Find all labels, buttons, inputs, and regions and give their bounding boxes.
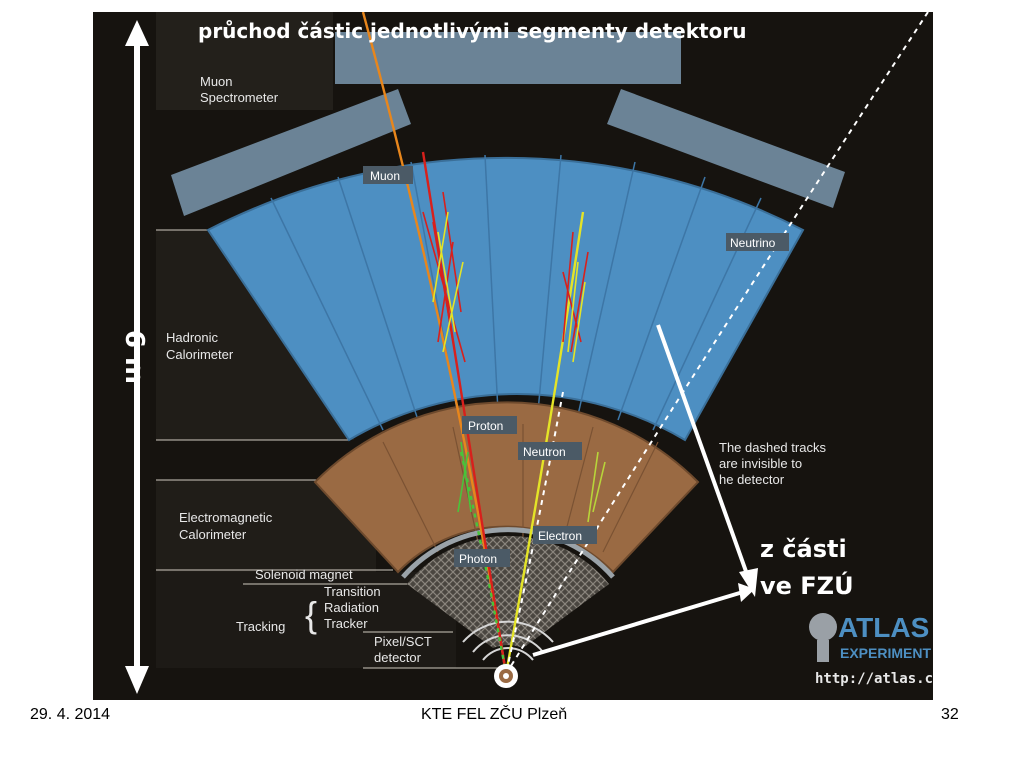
dashed-note: The dashed tracks xyxy=(719,440,826,455)
solenoid-label: Solenoid magnet xyxy=(255,567,353,582)
pixel-label: Pixel/SCT xyxy=(374,634,432,649)
fzu-arrow-1 xyxy=(656,324,750,578)
atlas-url: http://atlas.ch xyxy=(815,671,933,687)
svg-text:EXPERIMENT: EXPERIMENT xyxy=(840,645,931,661)
trt-label: Transition xyxy=(324,584,381,599)
slide-title: průchod částic jednotlivými segmenty det… xyxy=(198,19,746,43)
neutron-tag: Neutron xyxy=(523,445,566,459)
detector-diagram: průchod částic jednotlivými segmenty det… xyxy=(93,12,933,700)
em-label: Electromagnetic xyxy=(179,510,273,525)
muon-chamber-right xyxy=(607,89,845,208)
muon-chamber-left xyxy=(171,89,411,216)
pixel-sct-detector xyxy=(462,620,554,661)
height-label: 6 m xyxy=(119,330,149,384)
svg-text:Tracker: Tracker xyxy=(324,616,368,631)
proton-tag: Proton xyxy=(468,419,503,433)
electron-tag: Electron xyxy=(538,529,582,543)
hadronic-label: Hadronic xyxy=(166,330,219,345)
labels: průchod částic jednotlivými segmenty det… xyxy=(119,19,933,687)
svg-text:Calorimeter: Calorimeter xyxy=(179,527,247,542)
muon-spectrometer-band xyxy=(156,12,333,110)
atlas-logo-word: ATLAS xyxy=(838,612,929,643)
svg-text:Spectrometer: Spectrometer xyxy=(200,90,279,105)
fzu-note-line1: z části xyxy=(760,535,847,563)
height-arrow-head-up xyxy=(125,20,149,46)
svg-text:Radiation: Radiation xyxy=(324,600,379,615)
svg-text:detector: detector xyxy=(374,650,422,665)
em-calorimeter xyxy=(313,401,700,574)
footer-page-number: 32 xyxy=(941,706,959,723)
photon-track xyxy=(459,451,508,675)
atlas-logo: ATLAS EXPERIMENT http://atlas.ch xyxy=(809,612,933,687)
height-arrow-head-down xyxy=(125,666,149,694)
fzu-note-line2: ve FZÚ xyxy=(760,570,854,600)
footer-center: KTE FEL ZČU Plzeň xyxy=(421,706,568,723)
muon-tag: Muon xyxy=(370,169,400,183)
fzu-arrow-2 xyxy=(532,590,744,657)
tracking-brace: { xyxy=(305,594,317,635)
svg-text:Calorimeter: Calorimeter xyxy=(166,347,234,362)
muon-spectrometer-label: Muon xyxy=(200,74,233,89)
svg-text:are invisible to: are invisible to xyxy=(719,456,802,471)
photon-tag: Photon xyxy=(459,552,497,566)
tracking-label: Tracking xyxy=(236,619,285,634)
svg-text:he detector: he detector xyxy=(719,472,785,487)
hadron-showers xyxy=(422,191,606,523)
footer-date: 29. 4. 2014 xyxy=(30,706,111,723)
detector-svg: průchod částic jednotlivými segmenty det… xyxy=(119,12,933,694)
neutrino-tag: Neutrino xyxy=(730,236,776,250)
muon-chamber-top xyxy=(335,32,681,84)
neutrino-track xyxy=(505,12,929,675)
tracking-band xyxy=(156,572,456,668)
